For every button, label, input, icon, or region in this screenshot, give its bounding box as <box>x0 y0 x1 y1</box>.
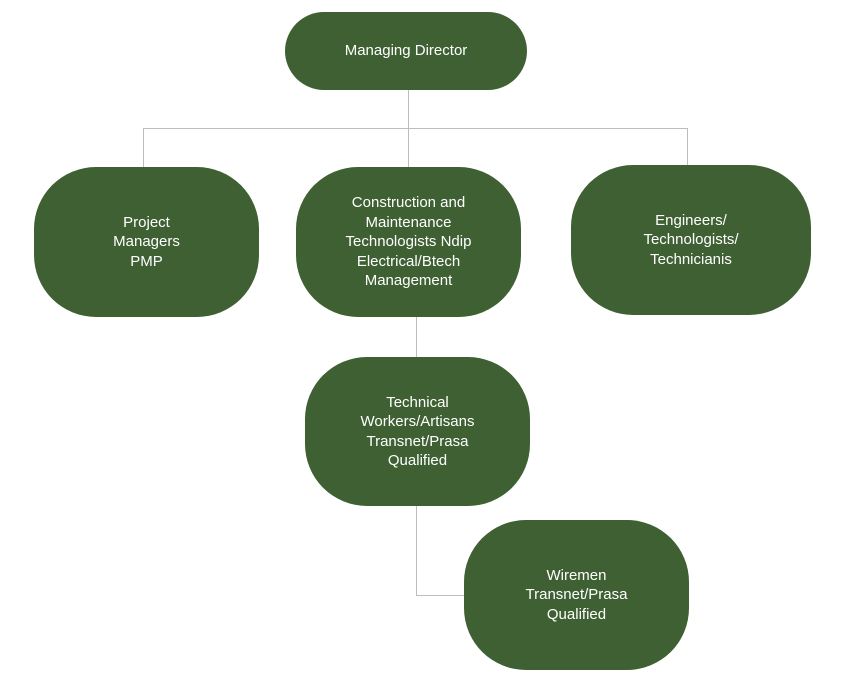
connector-to-technical-workers <box>416 317 417 357</box>
node-engineers: Engineers/ Technologists/ Technicianis <box>571 165 811 315</box>
node-project-managers: Project Managers PMP <box>34 167 259 317</box>
node-wiremen: Wiremen Transnet/Prasa Qualified <box>464 520 689 670</box>
node-construction-maintenance: Construction and Maintenance Technologis… <box>296 167 521 317</box>
connector-technical-down <box>416 506 417 595</box>
connector-level1-bus <box>143 128 688 129</box>
connector-to-engineers <box>687 128 688 165</box>
node-managing-director: Managing Director <box>285 12 527 90</box>
connector-to-construction <box>408 128 409 167</box>
connector-root-down <box>408 90 409 128</box>
connector-to-project-managers <box>143 128 144 167</box>
connector-to-wiremen <box>416 595 464 596</box>
node-technical-workers: Technical Workers/Artisans Transnet/Pras… <box>305 357 530 506</box>
